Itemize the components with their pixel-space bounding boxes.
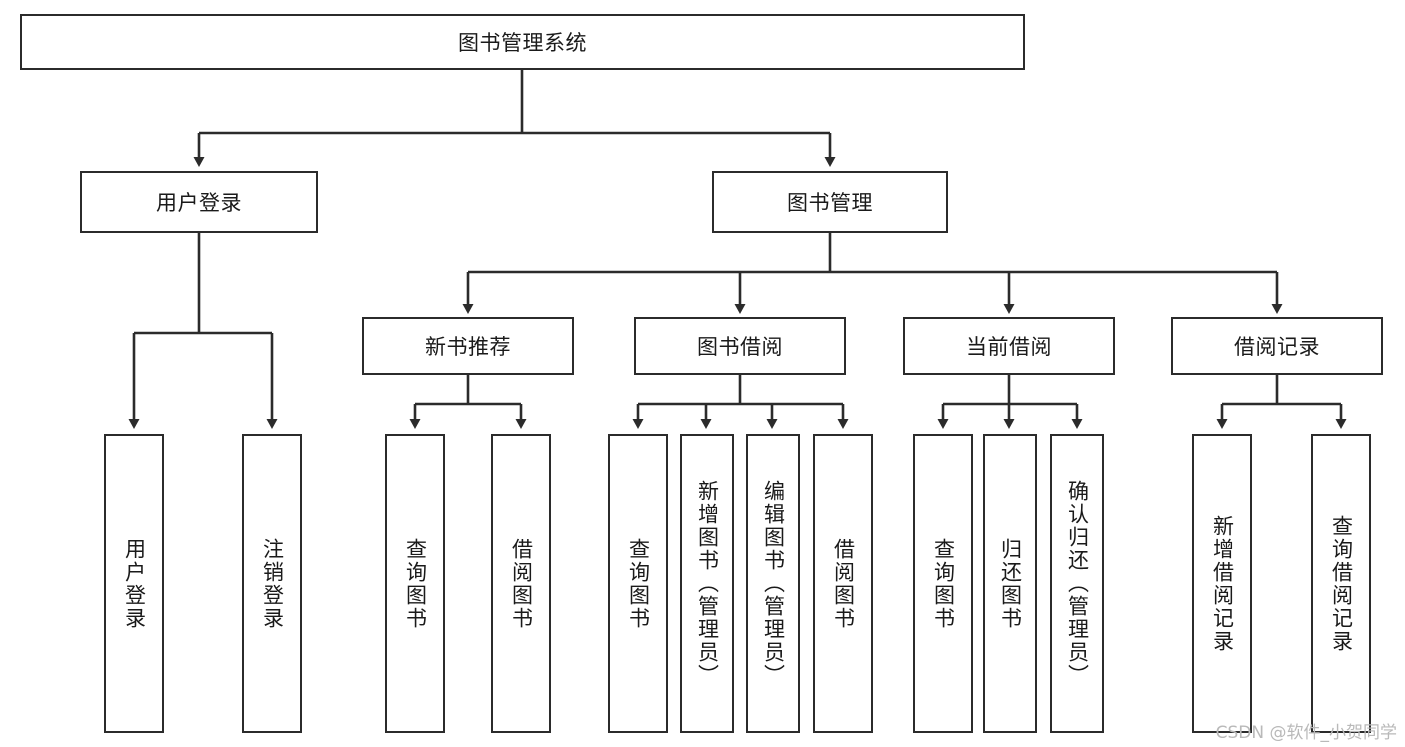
node-leaf-add-book[interactable]: 新增图书（管理员） [680,434,734,733]
node-leaf-query-book-1[interactable]: 查询图书 [385,434,445,733]
node-leaf-edit-book[interactable]: 编辑图书（管理员） [746,434,800,733]
node-label: 新书推荐 [425,335,511,359]
node-label: 查询图书 [931,537,956,630]
node-leaf-user-login[interactable]: 用户登录 [104,434,164,733]
node-label: 查询借阅记录 [1329,514,1354,653]
node-leaf-borrow-book-2[interactable]: 借阅图书 [813,434,873,733]
node-leaf-query-record[interactable]: 查询借阅记录 [1311,434,1371,733]
node-leaf-confirm-return[interactable]: 确认归还（管理员） [1050,434,1104,733]
node-leaf-borrow-book-1[interactable]: 借阅图书 [491,434,551,733]
node-book-manage[interactable]: 图书管理 [712,171,948,233]
node-label: 确认归还（管理员） [1065,480,1090,687]
node-label: 查询图书 [403,537,428,630]
node-label: 查询图书 [626,537,651,630]
node-root-system[interactable]: 图书管理系统 [20,14,1025,70]
node-label: 新增图书（管理员） [695,480,720,687]
node-leaf-return-book[interactable]: 归还图书 [983,434,1037,733]
node-label: 当前借阅 [966,335,1052,359]
node-label: 借阅图书 [509,537,534,630]
node-new-book-rec[interactable]: 新书推荐 [362,317,574,375]
node-label: 用户登录 [122,537,147,630]
node-book-borrow[interactable]: 图书借阅 [634,317,846,375]
node-label: 图书管理系统 [458,31,587,55]
node-borrow-record[interactable]: 借阅记录 [1171,317,1383,375]
node-user-login[interactable]: 用户登录 [80,171,318,233]
node-label: 图书借阅 [697,335,783,359]
node-leaf-query-book-2[interactable]: 查询图书 [608,434,668,733]
node-label: 图书管理 [787,191,873,215]
node-label: 归还图书 [998,537,1023,630]
node-label: 借阅记录 [1234,335,1320,359]
node-label: 注销登录 [260,537,285,630]
node-leaf-query-book-3[interactable]: 查询图书 [913,434,973,733]
node-label: 借阅图书 [831,537,856,630]
node-label: 用户登录 [156,191,242,215]
node-current-borrow[interactable]: 当前借阅 [903,317,1115,375]
node-leaf-add-record[interactable]: 新增借阅记录 [1192,434,1252,733]
node-leaf-user-logout[interactable]: 注销登录 [242,434,302,733]
node-label: 新增借阅记录 [1210,514,1235,653]
node-label: 编辑图书（管理员） [761,480,786,687]
watermark-text: CSDN @软件_小贺同学 [1215,723,1397,743]
